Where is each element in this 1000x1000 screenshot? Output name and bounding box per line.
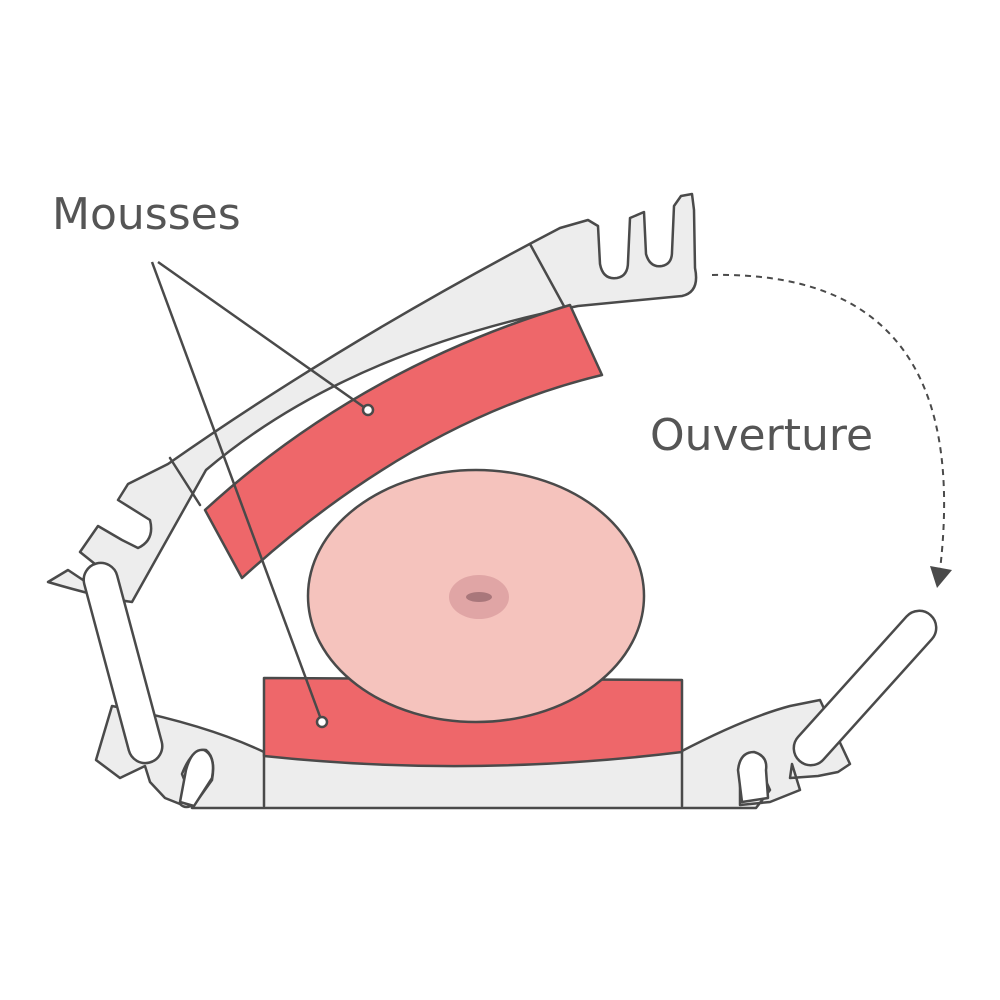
navel-inner — [466, 592, 492, 602]
leader-line-upper — [157, 260, 369, 412]
upper-shell-seam-left — [168, 456, 202, 507]
upper-shell — [46, 192, 698, 604]
upper-shell-seam-right — [528, 242, 567, 310]
opening-arrow-path — [711, 273, 946, 571]
opening-arrow-head — [930, 566, 952, 588]
foam-leaders — [150, 260, 369, 723]
leader-line-lower — [150, 261, 324, 723]
leader-dot-upper — [361, 403, 375, 417]
leader-dot-lower — [315, 715, 329, 729]
right-strap — [792, 609, 938, 767]
left-strap — [82, 561, 164, 765]
upper-shell-body — [46, 192, 698, 604]
foams-label: Mousses — [52, 189, 241, 240]
lower-left-hook — [178, 748, 215, 808]
upper-foam — [203, 303, 604, 580]
lower-right-hook — [736, 750, 770, 804]
opening-label: Ouverture — [650, 410, 874, 461]
